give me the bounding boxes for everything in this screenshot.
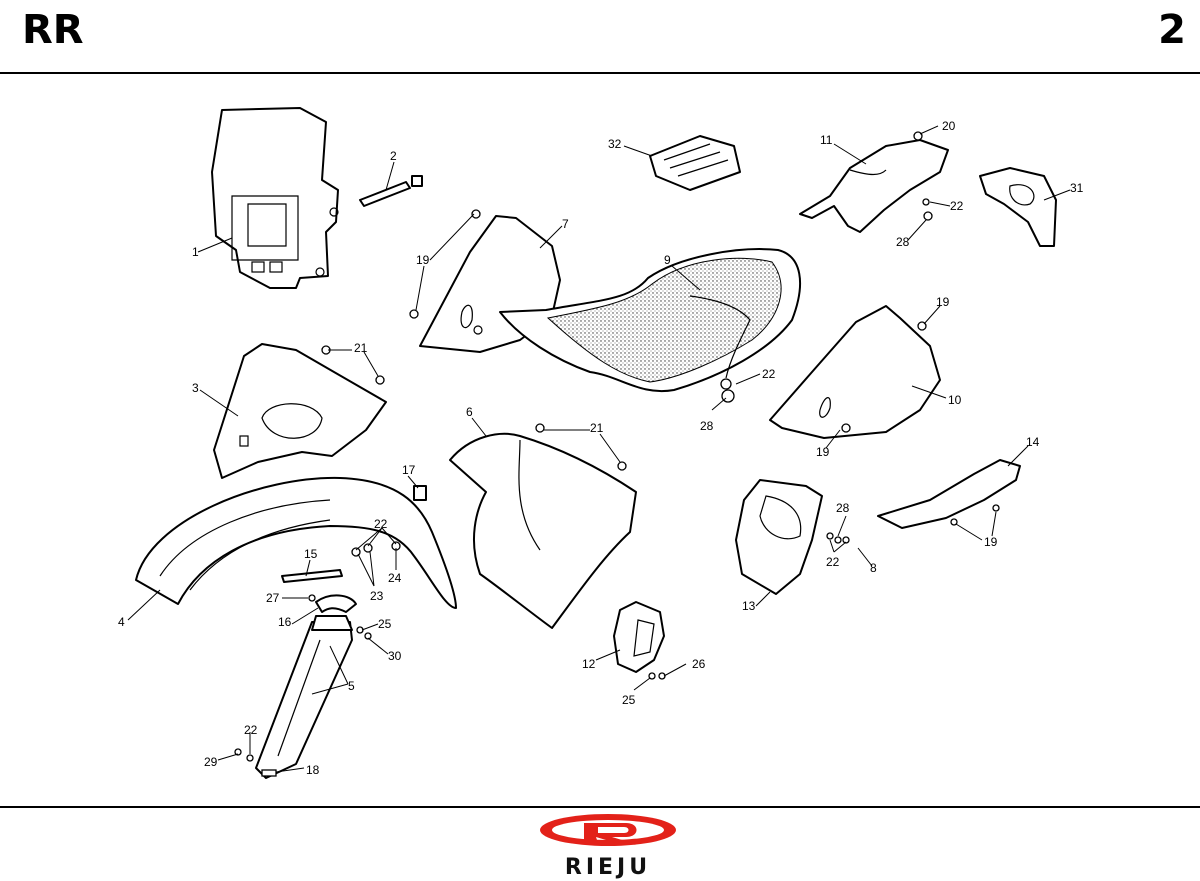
- label-part-28: 28: [836, 501, 850, 515]
- label-part-2: 2: [390, 149, 397, 163]
- label-part-13: 13: [742, 599, 756, 613]
- chain-guard: [877, 459, 1021, 529]
- label-part-7: 7: [562, 217, 569, 231]
- rieju-wordmark: RIEJU: [565, 855, 651, 880]
- clamp: [315, 594, 357, 613]
- label-part-27: 27: [266, 591, 280, 605]
- seat: [499, 248, 802, 393]
- exploded-parts-diagram: 1 2 3 4 5 6 7 8 9 10 11 12 13 14 15 16 1…: [118, 107, 1084, 779]
- label-part-15: 15: [304, 547, 318, 561]
- front-fender-inner: [213, 343, 387, 479]
- label-part-1: 1: [192, 245, 199, 259]
- luggage-rack: [649, 135, 741, 191]
- label-part-4: 4: [118, 615, 125, 629]
- label-part-26: 26: [692, 657, 706, 671]
- label-part-17: 17: [402, 463, 416, 477]
- rieju-logo: RIEJU: [540, 814, 676, 880]
- tank-side-cover: [449, 432, 637, 629]
- model-title: RR: [22, 7, 84, 53]
- label-part-3: 3: [192, 381, 199, 395]
- label-part-10: 10: [948, 393, 962, 407]
- sprocket-cover: [613, 601, 665, 673]
- label-part-32: 32: [608, 137, 622, 151]
- mounting-clip: [359, 175, 423, 207]
- label-part-19: 19: [936, 295, 950, 309]
- label-part-20: 20: [942, 119, 956, 133]
- label-part-22: 22: [244, 723, 258, 737]
- label-part-25: 25: [378, 617, 392, 631]
- label-part-19: 19: [984, 535, 998, 549]
- label-part-5: 5: [348, 679, 355, 693]
- cable-strap: [281, 569, 343, 583]
- leader-lines: [127, 125, 1071, 773]
- label-part-18: 18: [306, 763, 320, 777]
- side-panel-right: [769, 305, 941, 439]
- bolt-18: [261, 769, 277, 777]
- label-part-8: 8: [870, 561, 877, 575]
- label-part-28: 28: [700, 419, 714, 433]
- label-part-19: 19: [416, 253, 430, 267]
- label-part-12: 12: [582, 657, 596, 671]
- label-part-21: 21: [354, 341, 368, 355]
- part-number-labels: 1 2 3 4 5 6 7 8 9 10 11 12 13 14 15 16 1…: [118, 119, 1084, 777]
- label-part-22: 22: [826, 555, 840, 569]
- spacer: [413, 485, 427, 501]
- label-part-28: 28: [896, 235, 910, 249]
- label-part-22: 22: [762, 367, 776, 381]
- label-part-9: 9: [664, 253, 671, 267]
- page-number: 2: [1158, 7, 1186, 53]
- label-part-22: 22: [374, 517, 388, 531]
- header-divider: [0, 72, 1200, 74]
- tail-cowl: [799, 139, 949, 233]
- headlight-fairing: [211, 107, 339, 289]
- rieju-emblem-icon: [540, 814, 676, 846]
- label-part-25: 25: [622, 693, 636, 707]
- label-part-22: 22: [950, 199, 964, 213]
- label-part-14: 14: [1026, 435, 1040, 449]
- label-part-24: 24: [388, 571, 402, 585]
- label-part-21: 21: [590, 421, 604, 435]
- label-part-31: 31: [1070, 181, 1084, 195]
- front-fender: [135, 476, 457, 609]
- fork-guard: [255, 615, 353, 779]
- label-part-6: 6: [466, 405, 473, 419]
- label-part-30: 30: [388, 649, 402, 663]
- radiator-shroud: [735, 479, 823, 595]
- label-part-11: 11: [820, 133, 833, 147]
- label-part-19: 19: [816, 445, 830, 459]
- footer-divider: [0, 806, 1200, 808]
- label-part-16: 16: [278, 615, 292, 629]
- label-part-29: 29: [204, 755, 218, 769]
- fasteners: [234, 131, 1000, 762]
- tail-light: [979, 167, 1057, 247]
- label-part-23: 23: [370, 589, 384, 603]
